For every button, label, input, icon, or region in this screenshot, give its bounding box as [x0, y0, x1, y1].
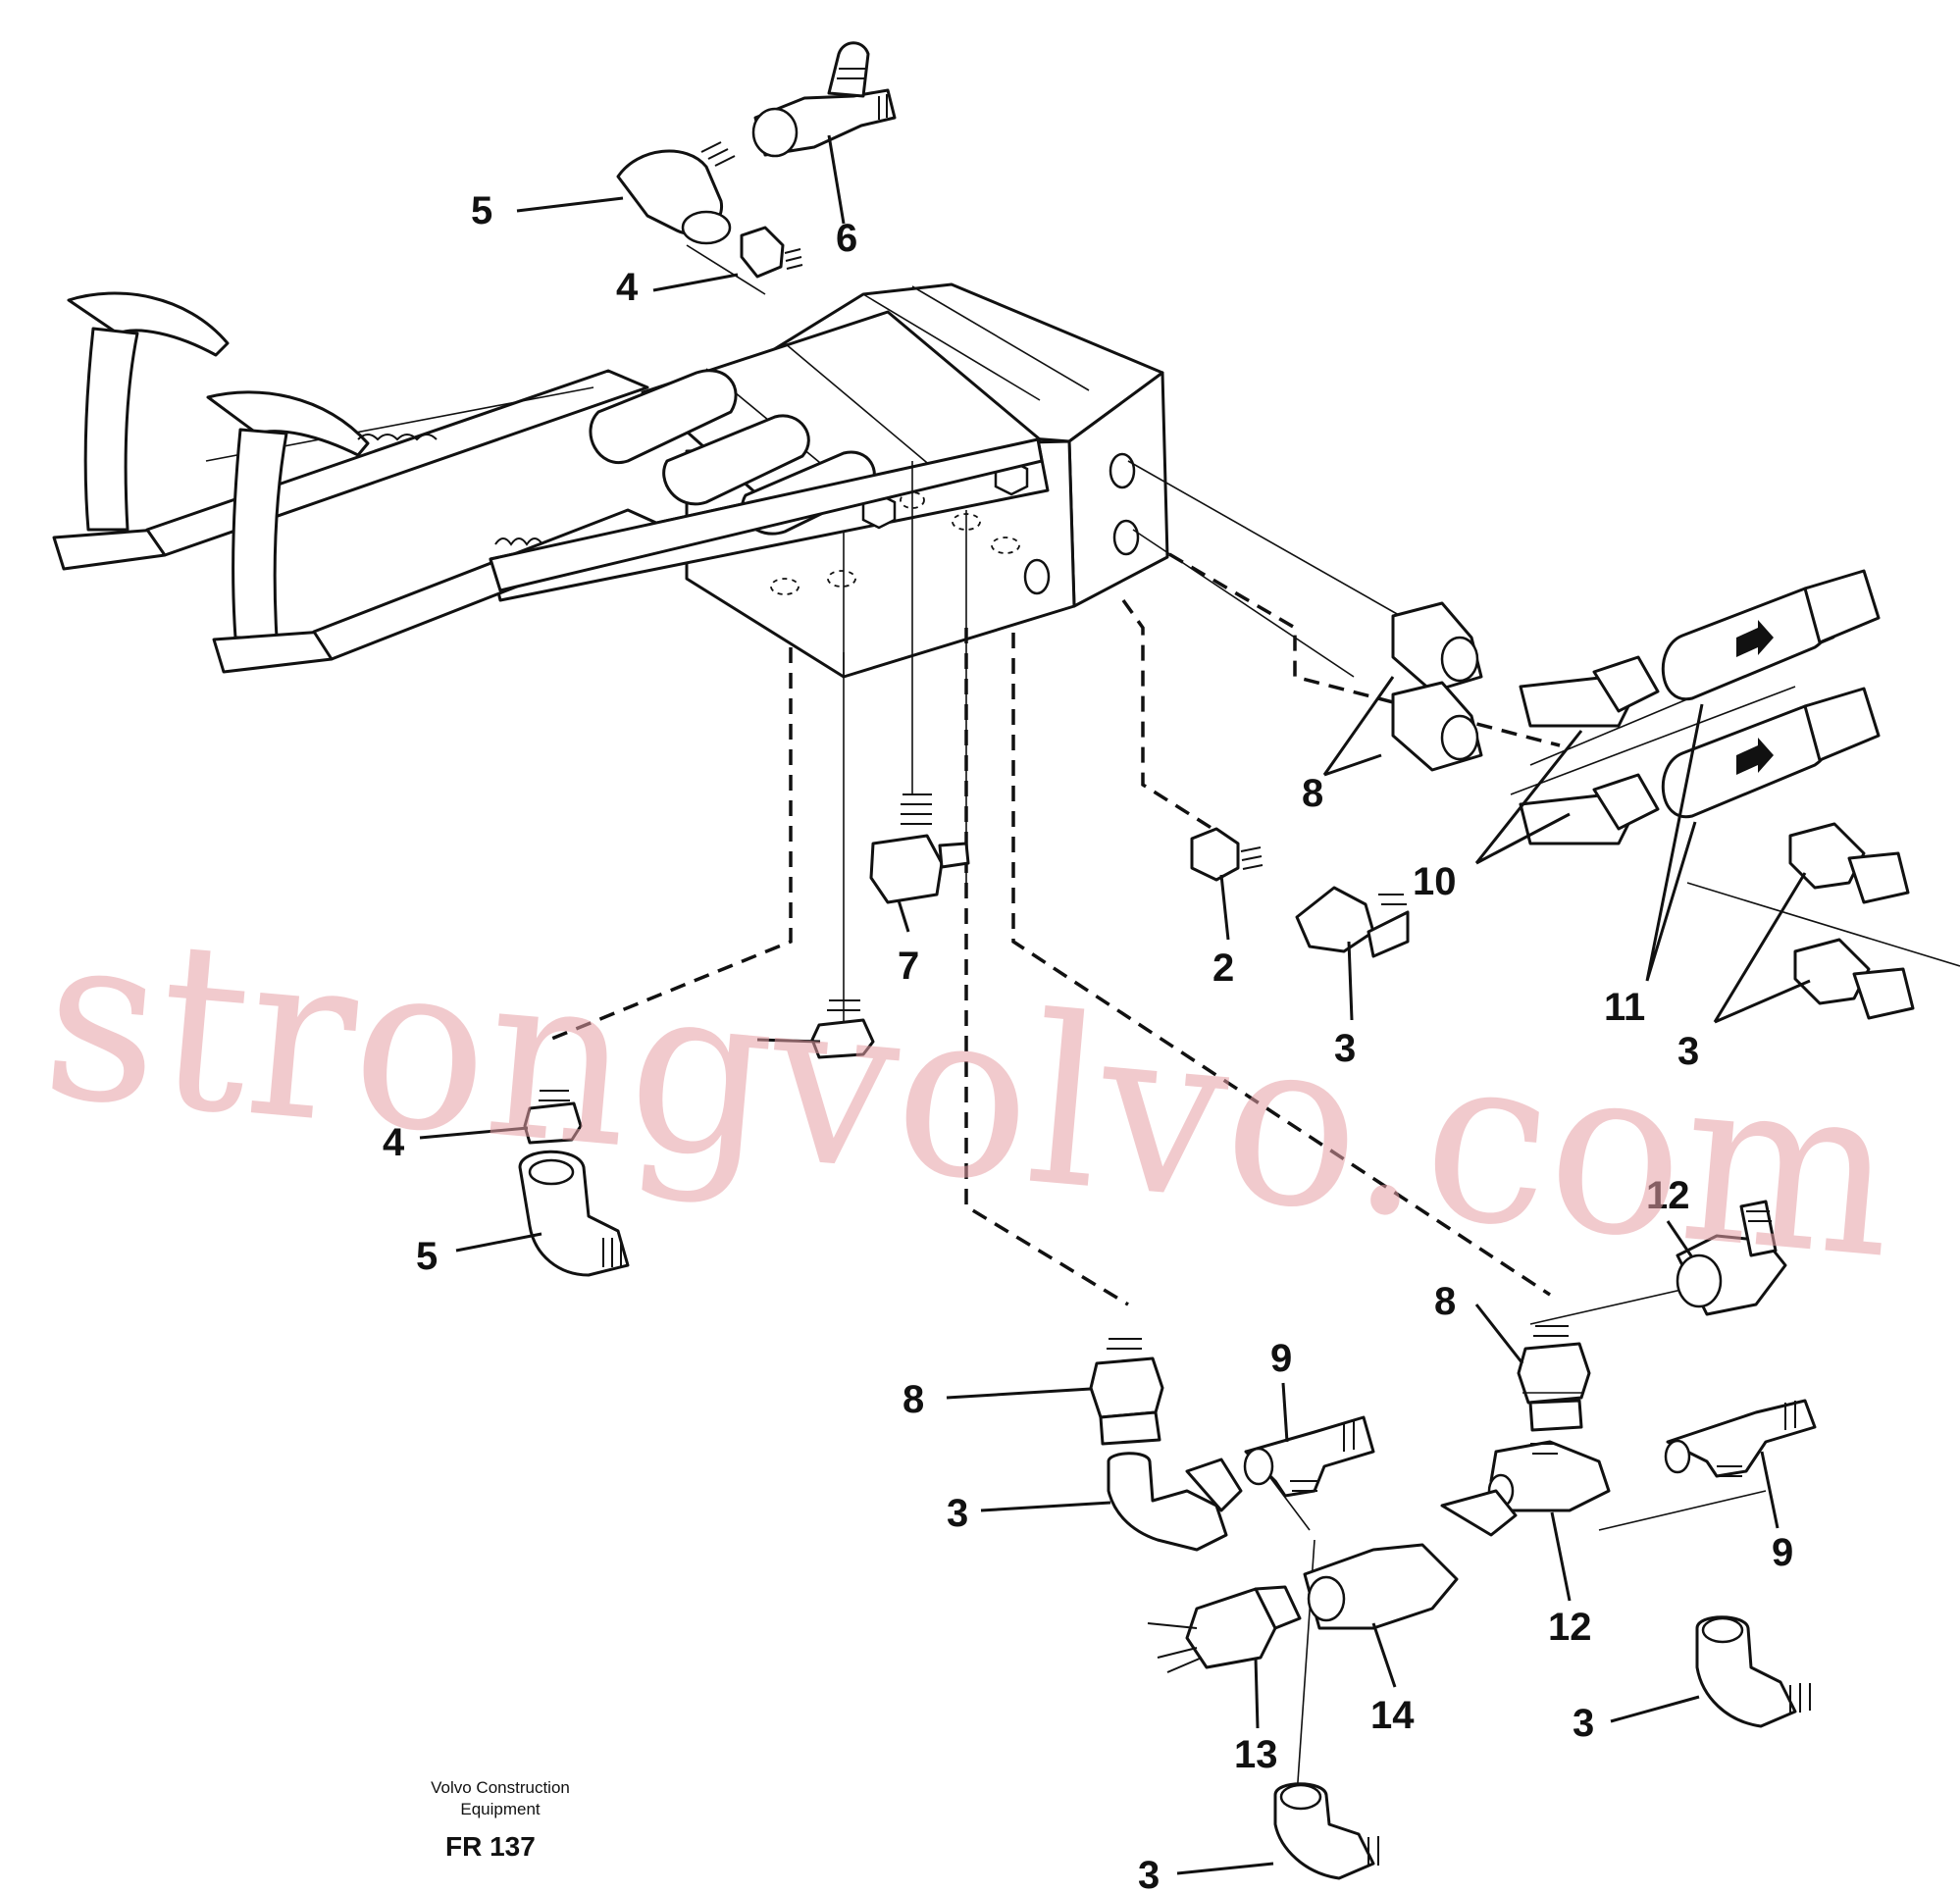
tee-9-right: [1664, 1399, 1817, 1478]
callout-6: 6: [836, 217, 857, 260]
callout-8: 8: [1302, 772, 1323, 815]
fitting-elbow-top: [616, 141, 736, 245]
elbow-3-right: [1695, 1615, 1811, 1728]
figure-caption: Volvo Construction Equipment FR 137: [431, 1778, 570, 1862]
check-valves: [1661, 569, 1881, 819]
callout-2: 2: [1212, 946, 1234, 990]
nipple-2-and-elbow-3: [1190, 827, 1410, 958]
fitting-8-right: [1517, 1325, 1591, 1432]
callout-3: 3: [947, 1492, 968, 1535]
plug-fitting: [810, 999, 875, 1059]
fitting-8-left: [1089, 1338, 1164, 1446]
tee-12-lower: [1440, 1440, 1611, 1537]
pedal-valve-assembly: [52, 282, 1169, 679]
callout-labels: 5 6 4 8 10 2 3 11 3 7 4 5 12 8 9 8 3 12 …: [383, 189, 1793, 1893]
callout-8: 8: [903, 1378, 924, 1421]
nipple-top: [740, 226, 803, 279]
fitting-12-top: [1676, 1200, 1787, 1316]
callout-4: 4: [383, 1121, 405, 1164]
tee-connectors-right: [1519, 655, 1660, 845]
callout-7: 7: [898, 945, 919, 988]
fitting-7: [869, 793, 970, 904]
figure-number: FR 137: [445, 1831, 536, 1862]
elbow-3-bottom: [1273, 1782, 1379, 1880]
fitting-tee-top: [751, 41, 897, 158]
front-pedal: [206, 390, 1044, 674]
callout-12: 12: [1646, 1174, 1690, 1217]
leader-lines: [419, 134, 1811, 1875]
callout-14: 14: [1370, 1694, 1415, 1737]
callout-4: 4: [616, 266, 639, 309]
fitting-4-left: [523, 1090, 583, 1145]
callout-9: 9: [1772, 1531, 1793, 1574]
callout-8: 8: [1434, 1280, 1456, 1323]
callout-5: 5: [416, 1235, 438, 1278]
callout-13: 13: [1234, 1733, 1278, 1776]
callout-3: 3: [1334, 1027, 1356, 1070]
quick-couplings: [1391, 601, 1483, 772]
callout-9: 9: [1270, 1337, 1292, 1380]
callout-3: 3: [1677, 1030, 1699, 1073]
tee-9-left: [1243, 1415, 1375, 1498]
adapter-14: [1303, 1543, 1459, 1630]
callout-11: 11: [1604, 986, 1645, 1029]
callout-5: 5: [471, 189, 492, 232]
callout-3: 3: [1573, 1702, 1594, 1745]
maker-name-line2: Equipment: [460, 1800, 541, 1818]
callout-12: 12: [1548, 1606, 1592, 1649]
switch-13: [1147, 1585, 1302, 1673]
watermark: strongvolvo.com: [34, 880, 1905, 1310]
callout-10: 10: [1413, 860, 1457, 903]
elbow-3-lower-left: [1107, 1452, 1243, 1552]
elbows-right: [1788, 822, 1915, 1020]
maker-name: Volvo Construction: [431, 1778, 570, 1797]
fitting-5-left: [518, 1150, 630, 1277]
callout-3: 3: [1138, 1854, 1160, 1893]
